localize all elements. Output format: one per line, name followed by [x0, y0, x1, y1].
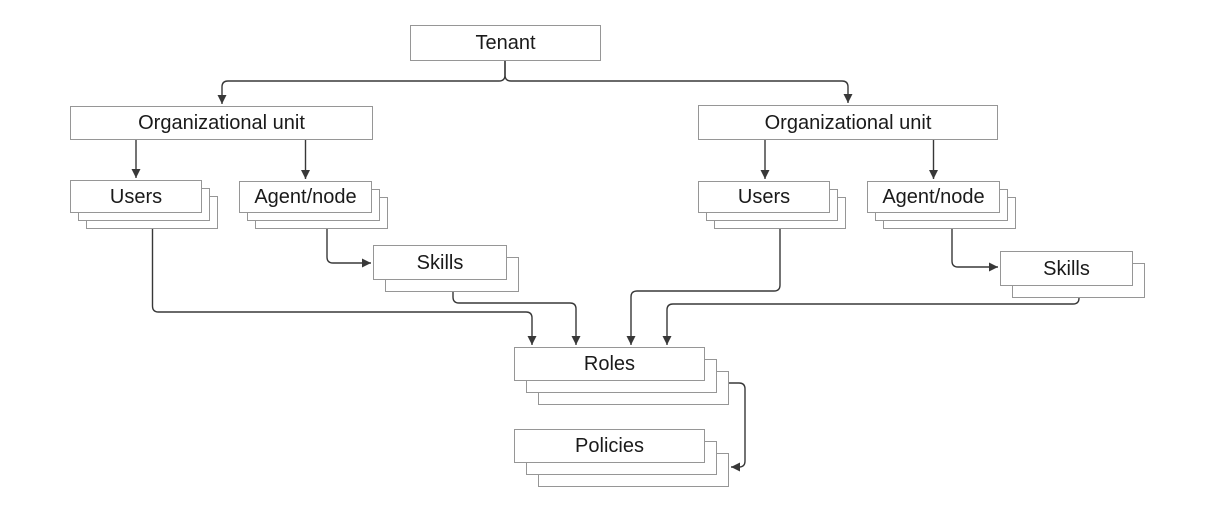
node-users-left: Users: [70, 180, 218, 229]
edge-roles-to-policies: [729, 382, 746, 472]
node-skills-right-box: Skills: [1000, 251, 1133, 286]
edge-skills-right-to-roles: [662, 297, 1080, 345]
node-org-unit-left-box: Organizational unit: [70, 106, 373, 140]
edge-agent-node-left-to-skills-left: [326, 229, 371, 268]
node-roles-box: Roles: [514, 347, 705, 381]
node-policies-label: Policies: [575, 435, 644, 457]
node-agent-node-right-box: Agent/node: [867, 181, 1000, 213]
node-tenant-label: Tenant: [475, 32, 536, 54]
node-skills-right: Skills: [1000, 251, 1145, 298]
node-roles-label: Roles: [583, 353, 636, 375]
node-skills-left-label: Skills: [416, 251, 464, 274]
node-tenant: Tenant: [410, 25, 601, 61]
node-agent-node-right: Agent/node: [867, 181, 1016, 229]
node-org-unit-left: Organizational unit: [70, 106, 373, 140]
node-skills-right-label: Skills: [1043, 257, 1090, 280]
node-users-right-box: Users: [698, 181, 830, 213]
node-agent-node-left: Agent/node: [239, 181, 388, 229]
node-skills-left: Skills: [373, 245, 519, 292]
node-policies: Policies: [514, 429, 729, 487]
node-skills-left-box: Skills: [373, 245, 507, 280]
node-org-unit-right-box: Organizational unit: [698, 105, 998, 140]
node-users-right-label: Users: [737, 186, 791, 208]
edge-tenant-to-org-unit-left: [217, 61, 506, 104]
node-org-unit-left-label: Organizational unit: [138, 112, 305, 134]
node-agent-node-right-label: Agent/node: [882, 186, 985, 208]
node-users-right: Users: [698, 181, 846, 229]
edge-tenant-to-org-unit-right: [504, 61, 853, 103]
node-policies-box: Policies: [514, 429, 705, 463]
node-org-unit-right-label: Organizational unit: [764, 111, 932, 134]
node-agent-node-left-box: Agent/node: [239, 181, 372, 213]
node-users-left-label: Users: [109, 185, 163, 208]
node-tenant-box: Tenant: [410, 25, 601, 61]
node-roles: Roles: [514, 347, 729, 405]
node-agent-node-left-label: Agent/node: [254, 186, 357, 208]
node-org-unit-right: Organizational unit: [698, 105, 998, 140]
edge-agent-node-right-to-skills-right: [951, 229, 998, 272]
edge-users-left-to-roles: [151, 229, 537, 345]
node-users-left-box: Users: [70, 180, 202, 213]
edge-users-right-to-roles: [626, 229, 781, 345]
edge-skills-left-to-roles: [452, 292, 581, 345]
